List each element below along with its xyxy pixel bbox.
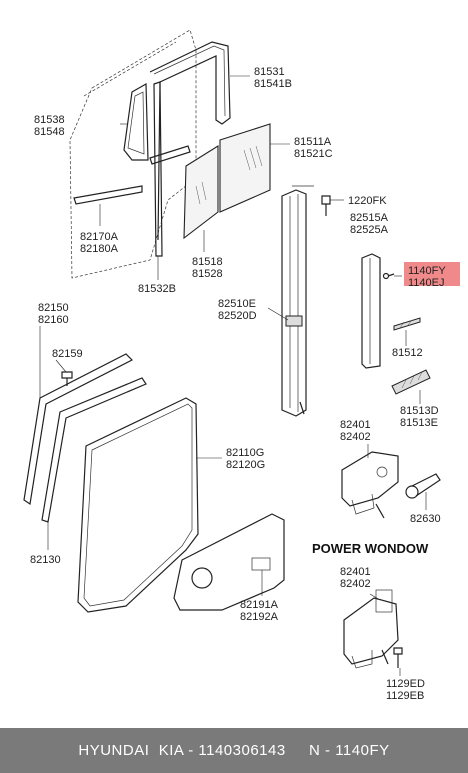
label-81548: 81548: [34, 126, 65, 138]
label-81538: 81538: [34, 114, 65, 126]
quarter-glass: [183, 145, 219, 240]
window-regulator-power: [343, 589, 399, 669]
glass-strip: [393, 317, 421, 331]
lower-channel: [391, 369, 431, 395]
label-82402-lower: 82402: [340, 578, 371, 590]
door-seal-loop: [77, 397, 199, 613]
part-labels: 81531 81541B 81538 81548 81511A 81521C 8…: [30, 66, 446, 702]
label-82401-lower: 82401: [340, 566, 371, 578]
glass-run-channel: [361, 253, 381, 369]
label-82515a: 82515A: [350, 212, 389, 224]
upper-window-frame: [149, 41, 231, 241]
window-crank-handle: [405, 473, 441, 499]
label-82525a: 82525A: [350, 224, 389, 236]
window-regulator-manual: [341, 451, 399, 519]
label-1140ej: 1140EJ: [408, 277, 445, 289]
parts-diagram: 81531 81541B 81538 81548 81511A 81521C 8…: [23, 29, 460, 702]
label-81513d: 81513D: [400, 405, 439, 417]
footer-bar: HYUNDAI KIA - 1140306143 N - 1140FY: [0, 728, 468, 773]
label-82130: 82130: [30, 554, 61, 566]
clip-82159: [61, 371, 73, 386]
label-82120g: 82120G: [226, 459, 265, 471]
label-82401-upper: 82401: [340, 419, 371, 431]
label-82191a: 82191A: [240, 599, 279, 611]
division-channel: [153, 81, 163, 257]
label-81521c: 81521C: [294, 148, 333, 160]
label-82192a: 82192A: [240, 611, 279, 623]
door-outline: [69, 29, 197, 279]
bolt-1129ed: [393, 647, 403, 668]
label-82630: 82630: [410, 513, 441, 525]
label-82110g: 82110G: [226, 447, 264, 459]
label-81541b: 81541B: [254, 78, 292, 90]
vent-glass-frame: [123, 82, 149, 161]
label-82170a: 82170A: [80, 231, 119, 243]
label-1140fy: 1140FY: [408, 265, 446, 277]
label-1220fk: 1220FK: [348, 195, 387, 207]
label-82159: 82159: [52, 348, 83, 360]
label-82520d: 82520D: [218, 310, 257, 322]
label-1129eb: 1129EB: [386, 690, 424, 702]
label-81513e: 81513E: [400, 417, 438, 429]
label-81518: 81518: [192, 256, 223, 268]
belt-weatherstrip: [73, 145, 191, 205]
inner-weatherstrip: [41, 377, 147, 523]
highlight-1140fy: [404, 262, 460, 286]
door-glass: [219, 123, 271, 213]
footer-text: HYUNDAI KIA - 1140306143 N - 1140FY: [78, 742, 390, 759]
label-81532b: 81532B: [138, 283, 176, 295]
label-81531: 81531: [254, 66, 285, 78]
label-82150: 82150: [38, 302, 69, 314]
label-81528: 81528: [192, 268, 223, 280]
label-1129ed: 1129ED: [386, 678, 425, 690]
label-82402-upper: 82402: [340, 431, 371, 443]
label-81511a: 81511A: [294, 136, 332, 148]
window-regulator-rail: [281, 185, 314, 417]
leader-lines: [39, 75, 427, 676]
label-82180a: 82180A: [80, 243, 119, 255]
bolt-1220fk: [321, 195, 331, 216]
label-81512: 81512: [392, 347, 423, 359]
label-82160: 82160: [38, 314, 69, 326]
screw-1140fy: [382, 272, 395, 280]
section-title: POWER WONDOW: [312, 541, 429, 556]
label-82510e: 82510E: [218, 298, 256, 310]
door-trim-panel: [173, 513, 285, 611]
